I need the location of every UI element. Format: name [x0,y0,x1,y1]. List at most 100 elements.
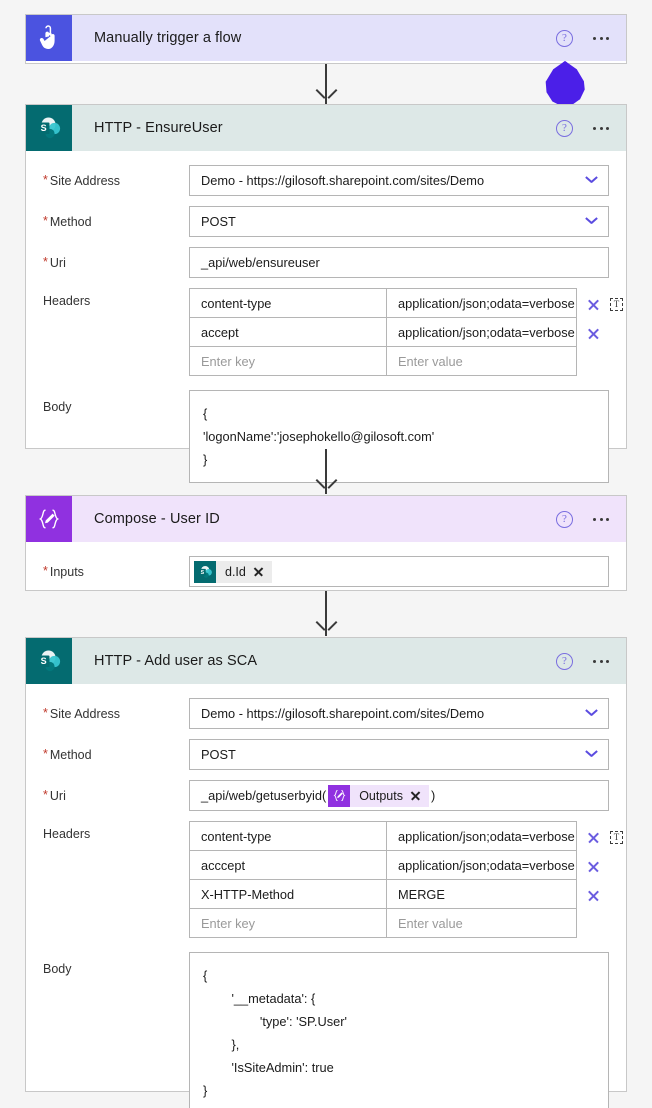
field-label: * Method [43,747,92,762]
card-title: HTTP - Add user as SCA [94,653,258,669]
header-key-placeholder[interactable]: Enter key [189,346,387,376]
site-address-value: Demo - https://gilosoft.sharepoint.com/s… [201,706,485,721]
ellipsis-icon[interactable] [593,36,609,40]
method-dropdown[interactable]: POST [189,739,609,770]
header-value[interactable]: application/json;odata=verbose [386,850,577,880]
uri-suffix: ) [430,788,436,803]
flow-card-http-add-user-as-sca[interactable]: S HTTP - Add user as SCA ? * Site Addres… [25,637,627,1108]
header-key[interactable]: content-type [189,821,387,851]
token-label: d.Id [225,564,246,579]
sharepoint-icon: S [26,105,72,151]
card-header[interactable]: Compose - User ID ? [26,496,626,542]
card-title: Manually trigger a flow [94,30,242,46]
help-circle-icon[interactable]: ? [556,510,573,528]
table-row[interactable]: accept application/json;odata=verbose [189,317,577,347]
card-header-actions: ? [556,510,626,528]
card-body: * Site Address Demo - https://gilosoft.s… [26,684,626,1108]
uri-value: _api/web/ensureuser [201,255,320,270]
field-site-address: * Site Address Demo - https://gilosoft.s… [43,698,609,729]
flow-card-http-ensureuser[interactable]: S HTTP - EnsureUser ? * Site Address Dem… [25,104,627,483]
delete-header-row-icon[interactable] [587,860,600,873]
field-label: * Site Address [43,706,121,721]
method-dropdown[interactable]: POST [189,206,609,237]
headers-row-actions: T [577,288,623,348]
table-row-empty[interactable]: Enter key Enter value [189,346,577,376]
header-key[interactable]: content-type [189,288,387,318]
site-address-dropdown[interactable]: Demo - https://gilosoft.sharepoint.com/s… [189,698,609,729]
header-key[interactable]: X-HTTP-Method [189,879,387,909]
uri-input[interactable]: _api/web/ensureuser [189,247,609,278]
connector-line [325,591,327,636]
uri-input[interactable]: _api/web/getuserbyid( Outputs [189,780,609,811]
field-label: * Method [43,214,92,229]
body-textarea[interactable]: { 'logonName':'josephokello@gilosoft.com… [189,390,609,483]
flow-card-manual-trigger[interactable]: Manually trigger a flow ? [25,14,627,64]
card-header-actions: ? [556,29,626,47]
header-key[interactable]: accept [189,317,387,347]
chevron-down-icon[interactable] [586,215,597,226]
table-row-empty[interactable]: Enter key Enter value [189,908,577,938]
field-headers: Headers content-type application/json;od… [43,821,623,938]
uri-prefix: _api/web/getuserbyid( [201,788,327,803]
field-inputs: * Inputs S [43,556,609,587]
header-value-placeholder[interactable]: Enter value [386,346,577,376]
switch-to-text-mode-icon[interactable]: T [610,298,623,311]
field-uri: * Uri _api/web/getuserbyid( [43,780,609,811]
dynamic-content-token[interactable]: S d.Id [194,560,272,583]
inputs-field[interactable]: S d.Id [189,556,609,587]
header-value[interactable]: application/json;odata=verbose [386,288,577,318]
required-asterisk: * [43,747,48,761]
table-row[interactable]: X-HTTP-Method MERGE [189,879,577,909]
remove-token-icon[interactable] [253,566,264,577]
card-header[interactable]: S HTTP - Add user as SCA ? [26,638,626,684]
ellipsis-icon[interactable] [593,126,609,130]
field-label: * Inputs [43,564,84,579]
table-row[interactable]: acccept application/json;odata=verbose [189,850,577,880]
required-asterisk: * [43,788,48,802]
field-label: Headers [43,827,91,841]
delete-header-row-icon[interactable] [587,298,600,311]
table-row[interactable]: content-type application/json;odata=verb… [189,288,577,318]
field-body: Body { '__metadata': { 'type': 'SP.User'… [43,952,609,1108]
header-value[interactable]: MERGE [386,879,577,909]
remove-token-icon[interactable] [410,790,421,801]
dynamic-content-token[interactable]: Outputs [328,784,429,807]
switch-to-text-mode-icon[interactable]: T [610,831,623,844]
card-header-actions: ? [556,652,626,670]
ellipsis-icon[interactable] [593,517,609,521]
field-uri: * Uri _api/web/ensureuser [43,247,609,278]
header-value-placeholder[interactable]: Enter value [386,908,577,938]
header-value[interactable]: application/json;odata=verbose [386,317,577,347]
site-address-dropdown[interactable]: Demo - https://gilosoft.sharepoint.com/s… [189,165,609,196]
hand-pointer-icon [26,15,72,61]
header-value[interactable]: application/json;odata=verbose [386,821,577,851]
required-asterisk: * [43,214,48,228]
help-circle-icon[interactable]: ? [556,119,573,137]
required-asterisk: * [43,173,48,187]
chevron-down-icon[interactable] [586,707,597,718]
delete-header-row-icon[interactable] [587,889,600,902]
required-asterisk: * [43,706,48,720]
table-row[interactable]: content-type application/json;odata=verb… [189,821,577,851]
site-address-value: Demo - https://gilosoft.sharepoint.com/s… [201,173,485,188]
header-key-placeholder[interactable]: Enter key [189,908,387,938]
field-method: * Method POST [43,739,609,770]
chevron-down-icon[interactable] [586,174,597,185]
delete-header-row-icon[interactable] [587,327,600,340]
header-key[interactable]: acccept [189,850,387,880]
svg-text:S: S [41,123,47,133]
flow-card-compose-user-id[interactable]: Compose - User ID ? * Inputs [25,495,627,591]
chevron-down-icon[interactable] [586,748,597,759]
help-circle-icon[interactable]: ? [556,29,573,47]
method-value: POST [201,214,236,229]
required-asterisk: * [43,255,48,269]
body-textarea[interactable]: { '__metadata': { 'type': 'SP.User' }, '… [189,952,609,1108]
sharepoint-icon: S [194,560,216,583]
card-header[interactable]: S HTTP - EnsureUser ? [26,105,626,151]
sharepoint-icon: S [26,638,72,684]
help-circle-icon[interactable]: ? [556,652,573,670]
card-header[interactable]: Manually trigger a flow ? [26,15,626,61]
ellipsis-icon[interactable] [593,659,609,663]
delete-header-row-icon[interactable] [587,831,600,844]
